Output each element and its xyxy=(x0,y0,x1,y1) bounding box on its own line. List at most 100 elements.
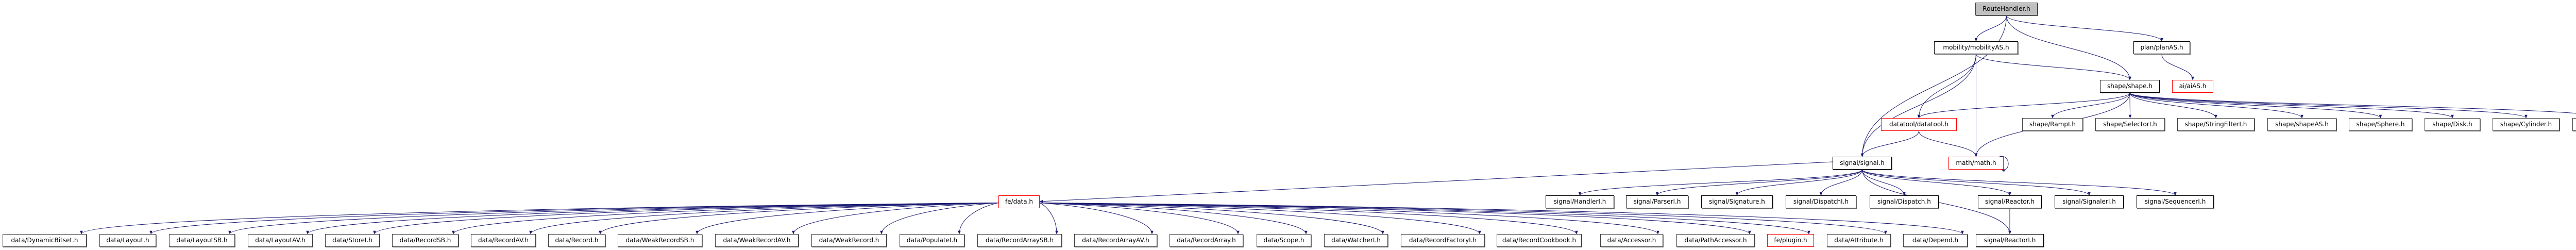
node-record[interactable]: data/Record.h xyxy=(548,234,605,247)
node-plan[interactable]: plan/planAS.h xyxy=(2133,41,2190,54)
edge-signal-to-sequenceri xyxy=(1862,169,2177,196)
node-layout[interactable]: data/Layout.h xyxy=(99,234,156,247)
node-mobility[interactable]: mobility/mobilityAS.h xyxy=(1934,41,2018,54)
node-cylinder[interactable]: shape/Cylinder.h xyxy=(2493,118,2560,131)
edge-math-to-math xyxy=(1999,156,2009,172)
edge-datatool-to-signal xyxy=(1860,130,1919,157)
edge-shape-to-cylinder xyxy=(2129,92,2528,119)
edge-fedata-to-weakrecordsb xyxy=(696,203,999,235)
edge-fedata-to-dynbitset xyxy=(80,203,999,235)
node-signature[interactable]: signal/Signature.h xyxy=(1701,195,1773,208)
node-parseri[interactable]: signal/ParserI.h xyxy=(1626,195,1688,208)
edge-mobility-to-signal xyxy=(1860,54,1976,157)
edge-root-to-signal xyxy=(1860,15,2007,157)
edge-shape-to-sphere xyxy=(2129,92,2382,119)
node-recordarrayav[interactable]: data/RecordArrayAV.h xyxy=(1074,234,1157,247)
node-feplugin[interactable]: fe/plugin.h xyxy=(1767,234,1814,247)
node-datatool[interactable]: datatool/datatool.h xyxy=(1881,118,1957,131)
node-reactor[interactable]: signal/Reactor.h xyxy=(1978,195,2042,208)
edge-datatool-to-math xyxy=(1919,130,1978,157)
node-pathaccessor[interactable]: data/PathAccessor.h xyxy=(1676,234,1755,247)
edge-signal-to-handleri xyxy=(1578,169,1862,196)
node-dispatchi[interactable]: signal/DispatchI.h xyxy=(1786,195,1856,208)
node-dispatch[interactable]: signal/Dispatch.h xyxy=(1870,195,1939,208)
edge-shape-to-shapeas xyxy=(2129,92,2303,119)
edge-shape-to-rampi xyxy=(2051,92,2130,119)
node-recordav[interactable]: data/RecordAV.h xyxy=(471,234,536,247)
edge-fedata-to-layout xyxy=(149,203,999,235)
node-shapeas[interactable]: shape/shapeAS.h xyxy=(2267,118,2336,131)
edge-signal-to-dispatch xyxy=(1862,169,1906,196)
edge-fedata-to-recordarraysb xyxy=(1039,203,1058,235)
edge-signal-to-parseri xyxy=(1655,169,1862,196)
edge-fedata-to-layoutav xyxy=(306,203,999,235)
edge-signal-to-dispatchi xyxy=(1819,169,1862,196)
node-sequenceri[interactable]: signal/SequencerI.h xyxy=(2137,195,2214,208)
node-scope[interactable]: data/Scope.h xyxy=(1257,234,1311,247)
node-weakrecordav[interactable]: data/WeakRecordAV.h xyxy=(715,234,799,247)
edge-plan-to-ai xyxy=(2161,54,2194,80)
node-reactori[interactable]: signal/ReactorI.h xyxy=(1976,234,2044,247)
node-selectori[interactable]: shape/SelectorI.h xyxy=(2095,118,2165,131)
edge-fedata-to-recordcookbook xyxy=(1039,203,1578,235)
node-watcheri[interactable]: data/WatcherI.h xyxy=(1324,234,1388,247)
edge-signal-to-signaleri xyxy=(1862,169,2091,196)
edge-fedata-to-depend xyxy=(1039,203,1964,235)
edge-shape-to-datatool xyxy=(1917,92,2130,119)
node-signal[interactable]: signal/signal.h xyxy=(1833,157,1892,170)
node-attribute[interactable]: data/Attribute.h xyxy=(1827,234,1891,247)
node-depend[interactable]: data/Depend.h xyxy=(1903,234,1968,247)
edge-signal-to-signature xyxy=(1735,169,1862,196)
edge-fedata-to-recordav xyxy=(529,203,999,235)
node-stringfilteri[interactable]: shape/StringFilterI.h xyxy=(2177,118,2255,131)
edge-shape-to-filteri xyxy=(2129,92,2576,114)
edge-fedata-to-recordarrayav xyxy=(1039,203,1154,235)
node-weakrecordsb[interactable]: data/WeakRecordSB.h xyxy=(618,234,702,247)
edge-fedata-to-attribute xyxy=(1039,203,1887,235)
node-layoutav[interactable]: data/LayoutAV.h xyxy=(248,234,313,247)
edge-root-to-shape xyxy=(2006,15,2131,80)
node-ai[interactable]: ai/aiAS.h xyxy=(2172,80,2213,93)
edge-fedata-to-feplugin xyxy=(1039,203,1810,235)
edge-fedata-to-scope xyxy=(1039,203,1308,235)
edge-fedata-to-populatei xyxy=(958,203,999,235)
node-recordarraysb[interactable]: data/RecordArraySB.h xyxy=(977,234,1062,247)
edge-fedata-to-watcheri xyxy=(1039,203,1384,235)
node-handleri[interactable]: signal/HandlerI.h xyxy=(1546,195,1614,208)
node-sphere[interactable]: shape/Sphere.h xyxy=(2349,118,2412,131)
node-filteri[interactable]: shape/FilterI.h xyxy=(2572,118,2576,131)
node-recordsb[interactable]: data/RecordSB.h xyxy=(392,234,459,247)
edge-fedata-to-layoutsb xyxy=(228,203,999,235)
node-fedata[interactable]: fe/data.h xyxy=(998,195,1040,208)
node-root: RouteHandler.h xyxy=(1975,3,2038,15)
edge-fedata-to-recordarray xyxy=(1039,203,1240,235)
node-storei[interactable]: data/StoreI.h xyxy=(325,234,380,247)
edge-fedata-to-record xyxy=(599,203,999,235)
node-accessor[interactable]: data/Accessor.h xyxy=(1600,234,1663,247)
edge-mobility-to-shape xyxy=(1976,54,2131,80)
node-shape[interactable]: shape/shape.h xyxy=(2100,80,2160,93)
edge-fedata-to-recordsb xyxy=(452,203,999,235)
node-recordcookbook[interactable]: data/RecordCookbook.h xyxy=(1497,234,1582,247)
node-signaleri[interactable]: signal/SignalerI.h xyxy=(2055,195,2124,208)
node-layoutsb[interactable]: data/LayoutSB.h xyxy=(169,234,235,247)
node-weakrecord[interactable]: data/WeakRecord.h xyxy=(811,234,887,247)
node-recordarray[interactable]: data/RecordArray.h xyxy=(1170,234,1243,247)
edge-fedata-to-weakrecordav xyxy=(792,203,999,235)
edge-fedata-to-recordfactoryi xyxy=(1039,203,1481,235)
edge-fedata-to-weakrecord xyxy=(880,203,999,235)
edge-mobility-to-datatool xyxy=(1917,54,1976,119)
edge-root-to-plan xyxy=(2006,15,2163,42)
edge-fedata-to-storei xyxy=(373,203,999,235)
node-rampi[interactable]: shape/RampI.h xyxy=(2022,118,2083,131)
node-disk[interactable]: shape/Disk.h xyxy=(2425,118,2480,131)
node-math[interactable]: math/math.h xyxy=(1948,157,2004,170)
node-dynbitset[interactable]: data/DynamicBitset.h xyxy=(3,234,87,247)
edge-signal-to-fedata xyxy=(1039,161,1833,203)
node-recordfactoryi[interactable]: data/RecordFactoryI.h xyxy=(1401,234,1485,247)
node-populatei[interactable]: data/PopulateI.h xyxy=(900,234,964,247)
edge-root-to-mobility xyxy=(1974,15,2007,42)
edge-signal-to-reactor xyxy=(1862,169,2011,196)
